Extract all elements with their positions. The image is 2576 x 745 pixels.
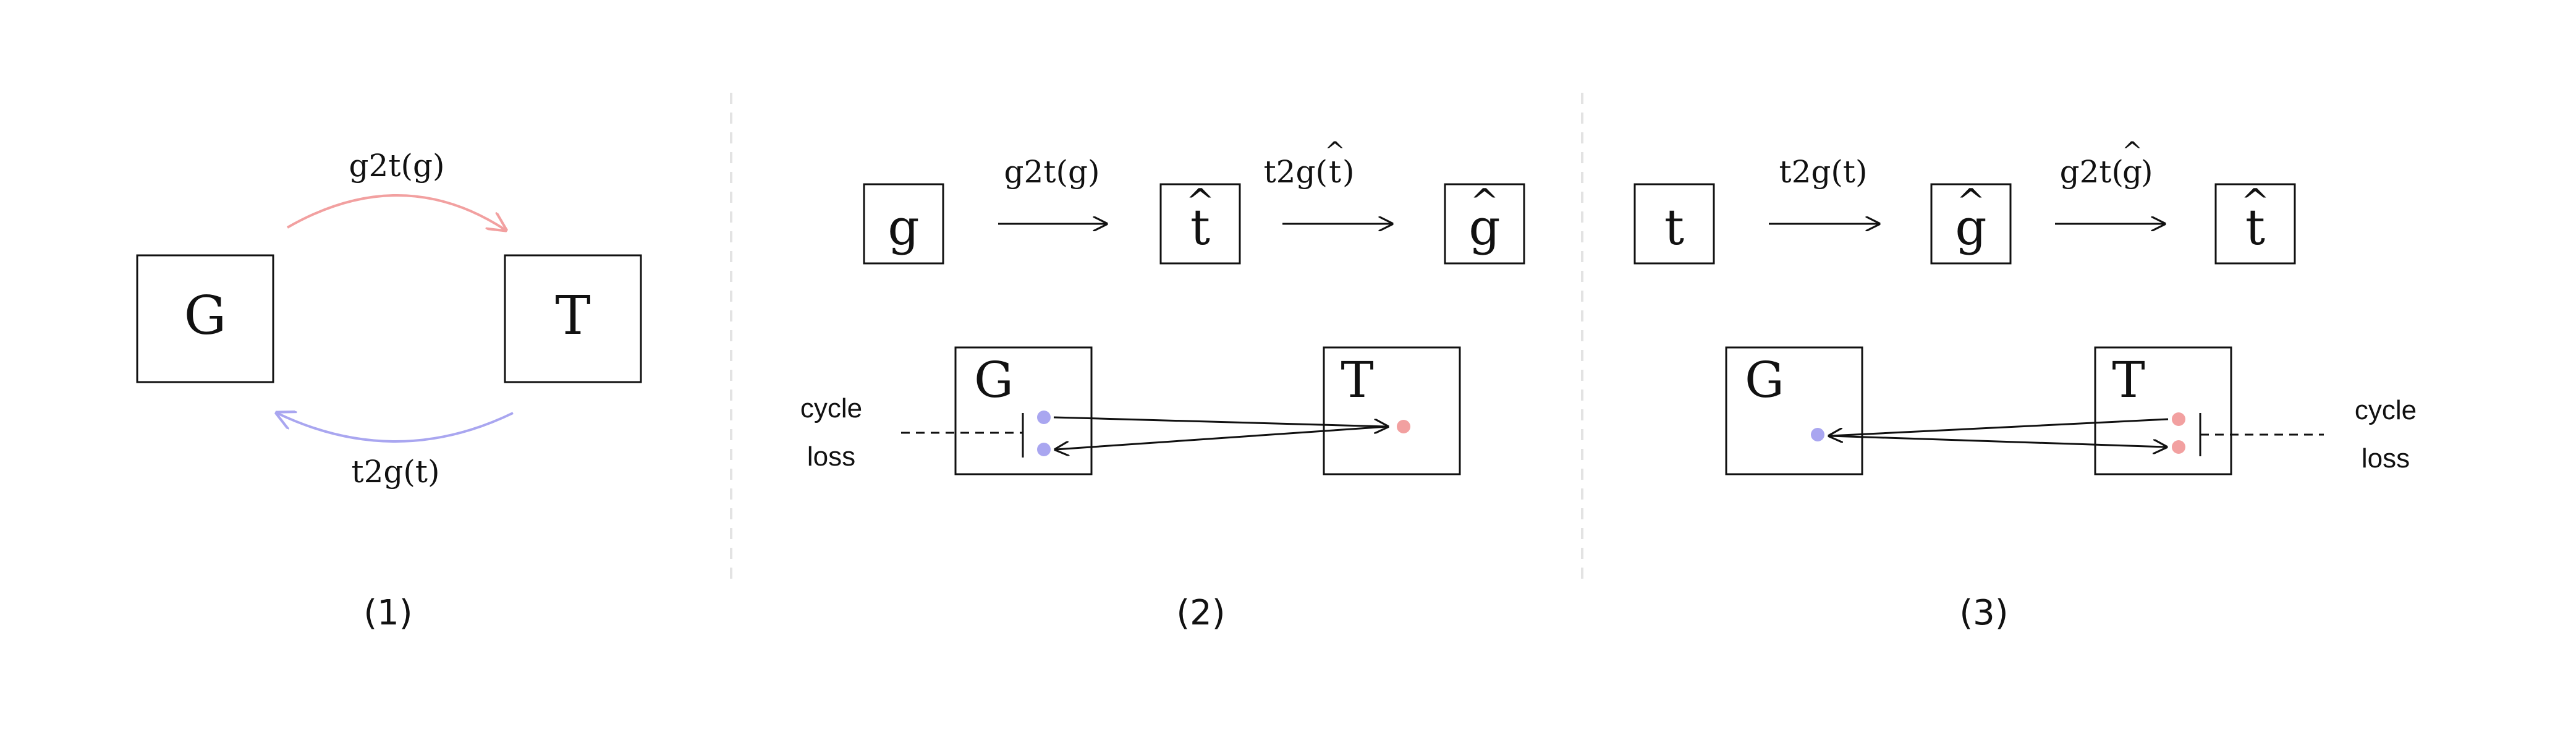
panel2-box-t-label: T xyxy=(1341,351,1373,409)
panel2-dot-g-1 xyxy=(1037,411,1051,424)
svg-text:g2t(: g2t( xyxy=(2060,154,2124,190)
panel3-arrow1-label: t2g(t) xyxy=(1779,154,1867,190)
panel3-loss-label: loss xyxy=(2362,443,2410,474)
panel3-seq-label-3: t xyxy=(2245,198,2265,256)
panel1-node-t-label: T xyxy=(555,285,590,347)
panel3-seq-label-1: t xyxy=(1664,198,1684,256)
panel1-arrow-bottom xyxy=(277,413,514,443)
panel2-seq-label-3: g xyxy=(1468,198,1500,256)
panel3-box-t xyxy=(2094,346,2232,475)
svg-text:t2g(: t2g( xyxy=(1264,154,1328,190)
panel2-dot-g-2 xyxy=(1037,443,1051,456)
panel3-box-t-label: T xyxy=(2112,351,2145,409)
panel3-seq-label-2: g xyxy=(1955,198,1986,256)
svg-text:t: t xyxy=(1329,154,1341,190)
panel-2: g g2t(g) t ^ t2g( t ^ ) g ^ G T cycle lo… xyxy=(800,137,1525,633)
panel2-seq-hat-2: ^ xyxy=(1186,182,1215,222)
panel1-arrow-top xyxy=(287,194,506,230)
panel3-dot-t-2 xyxy=(2172,440,2185,454)
panel3-box-g-label: G xyxy=(1745,351,1784,409)
panel2-map-arrow-back xyxy=(1056,425,1388,449)
panel2-cycle-label: cycle xyxy=(800,393,862,424)
panel3-arrow2-label: g2t( g ^ ) xyxy=(2060,137,2153,190)
panel3-seq-hat-2: ^ xyxy=(1957,182,1986,222)
panel1-top-label: g2t(g) xyxy=(349,148,445,184)
panel2-loss-label: loss xyxy=(807,441,855,472)
panel-1: G T g2t(g) t2g(t) (1) xyxy=(136,148,642,633)
panel3-seq-hat-3: ^ xyxy=(2241,182,2270,222)
panel2-seq-box-1 xyxy=(863,183,944,265)
panel1-node-t xyxy=(504,254,642,383)
svg-text:): ) xyxy=(2141,154,2153,190)
panel3-map-arrow-forward xyxy=(1829,435,2166,447)
panel3-box-g xyxy=(1725,346,1863,475)
panel2-caption: (2) xyxy=(1176,593,1225,633)
panel2-arrow1-label: g2t(g) xyxy=(1004,154,1100,190)
svg-text:g: g xyxy=(2122,154,2142,190)
panel2-box-g xyxy=(954,346,1093,475)
svg-text:): ) xyxy=(1342,154,1355,190)
panel2-seq-hat-3: ^ xyxy=(1470,182,1499,222)
panel2-seq-box-2 xyxy=(1159,183,1241,265)
panel3-seq-box-3 xyxy=(2214,183,2296,265)
panel1-caption: (1) xyxy=(363,593,412,633)
panel3-dot-t-1 xyxy=(2172,412,2185,426)
panel3-cycle-label: cycle xyxy=(2355,395,2417,425)
svg-text:^: ^ xyxy=(1324,137,1345,166)
panel3-caption: (3) xyxy=(1959,593,2008,633)
panel2-seq-label-2: t xyxy=(1190,198,1210,256)
panel3-dot-g xyxy=(1811,428,1824,441)
panel-3: t t2g(t) g ^ g2t( g ^ ) t ^ G T cycle xyxy=(1633,137,2417,633)
panel3-map-arrow-back xyxy=(1829,418,2169,436)
panel1-bottom-label: t2g(t) xyxy=(351,454,439,490)
panel2-map-arrow-forward xyxy=(1053,416,1388,427)
panel2-seq-box-3 xyxy=(1444,183,1525,265)
panel2-arrow2-label: t2g( t ^ ) xyxy=(1264,137,1355,190)
panel2-box-t xyxy=(1323,346,1461,475)
panel3-seq-box-2 xyxy=(1930,183,2012,265)
panel1-node-g-label: G xyxy=(184,285,227,347)
panel1-node-g xyxy=(136,254,274,383)
panel2-box-g-label: G xyxy=(974,351,1014,409)
panel2-dot-t xyxy=(1397,420,1410,433)
svg-text:^: ^ xyxy=(2122,137,2143,166)
panel3-seq-box-1 xyxy=(1633,183,1715,265)
panel2-seq-label-1: g xyxy=(888,198,919,256)
